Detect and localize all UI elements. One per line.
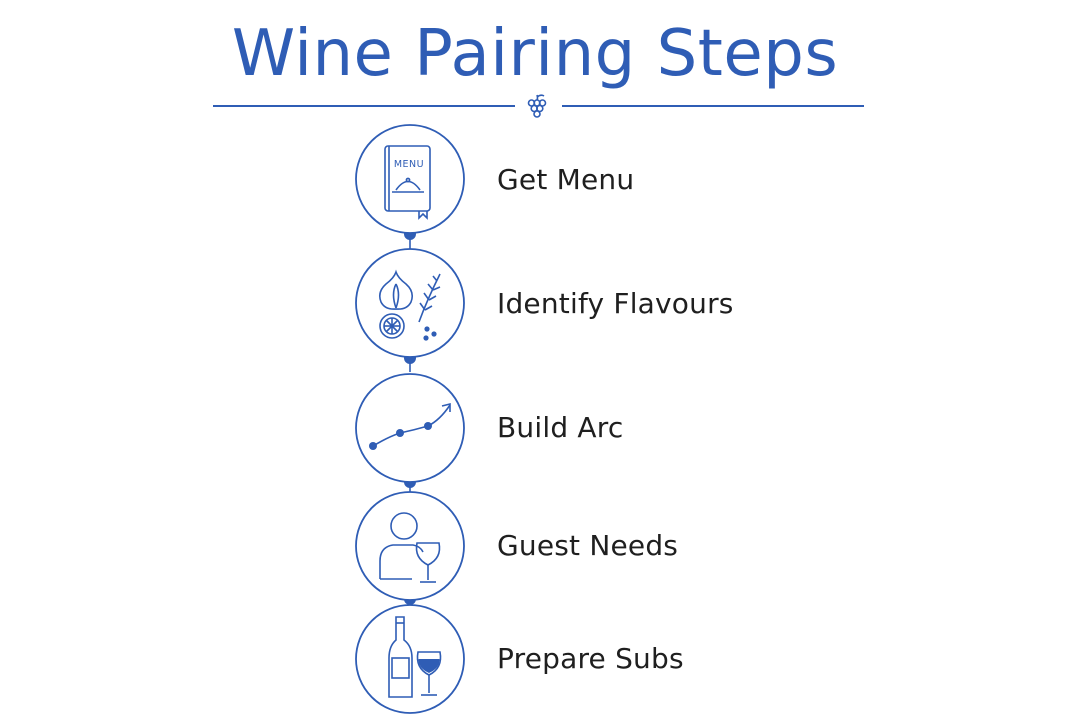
step-circle-5 [355,604,465,714]
guest-with-wine-icon [379,512,441,583]
step-circle-3 [355,373,465,483]
grapes-icon [527,94,547,118]
step-label-prepare-subs: Prepare Subs [497,642,684,675]
step-label-get-menu: Get Menu [497,163,635,196]
step-label-build-arc: Build Arc [497,411,624,444]
wine-fill [418,659,440,673]
peppercorns [423,326,437,341]
step-label-identify-flavours: Identify Flavours [497,287,734,320]
title-divider-right [562,105,864,107]
ingredients-icon [379,269,441,339]
step-label-guest-needs: Guest Needs [497,529,679,562]
menu-icon-text: MENU [394,159,424,170]
wine-bottle-glass-icon [388,616,442,698]
step-circle-4 [355,491,465,601]
page-title: Wine Pairing Steps [231,17,839,91]
rising-arc-icon [369,402,451,450]
title-divider-left [213,105,515,107]
menu-icon [384,145,431,220]
